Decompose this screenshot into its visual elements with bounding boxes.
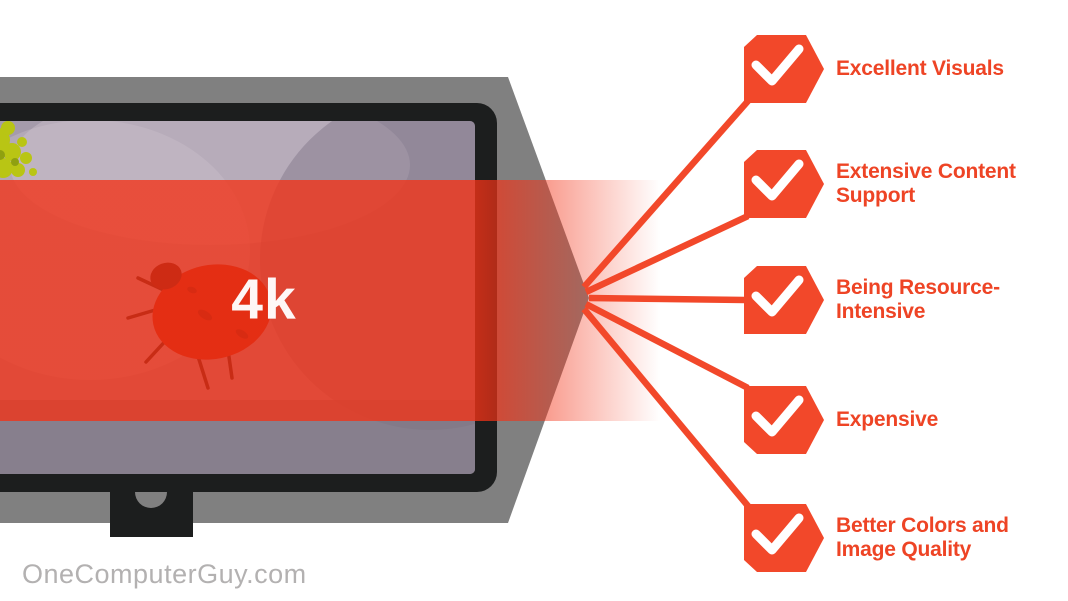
benefit-label-line: Support	[836, 184, 916, 207]
benefit-badge-5	[744, 504, 824, 572]
benefit-label-line: Better Colors and	[836, 514, 1009, 537]
benefit-label-line: Intensive	[836, 300, 926, 323]
benefit-label-line: Extensive Content	[836, 160, 1016, 183]
connector-line-5	[581, 306, 751, 509]
screen-resolution-label: 4k	[231, 267, 297, 332]
benefit-label-1: Excellent Visuals	[836, 57, 1004, 81]
check-icon	[751, 513, 804, 555]
connector-line-4	[584, 301, 750, 391]
connector-lines	[581, 98, 751, 509]
monitor-stand-notch	[135, 492, 167, 508]
connector-line-1	[581, 98, 751, 290]
benefit-label-5: Better Colors and Image Quality	[836, 514, 1009, 562]
benefit-badge-2	[744, 150, 824, 218]
check-icon	[751, 395, 804, 437]
site-watermark: OneComputerGuy.com	[22, 559, 307, 589]
check-icon	[751, 275, 804, 317]
check-icon	[751, 159, 804, 201]
benefit-label-line: Being Resource-	[836, 276, 1000, 299]
benefit-badge-4	[744, 386, 824, 454]
benefit-badge-3	[744, 266, 824, 334]
benefit-label-line: Expensive	[836, 408, 939, 431]
benefit-label-4: Expensive	[836, 408, 938, 432]
benefit-label-line: Excellent Visuals	[836, 57, 1004, 80]
benefit-label-line: Image Quality	[836, 538, 972, 561]
connector-line-2	[584, 213, 750, 295]
check-icon	[751, 44, 804, 86]
benefit-badges	[744, 35, 824, 572]
benefit-label-2: Extensive Content Support	[836, 160, 1016, 208]
connector-line-3	[588, 294, 746, 304]
flower-pollen	[0, 121, 37, 178]
red-overlay-band	[0, 180, 660, 421]
benefit-badge-1	[744, 35, 824, 103]
benefit-label-3: Being Resource- Intensive	[836, 276, 1000, 324]
